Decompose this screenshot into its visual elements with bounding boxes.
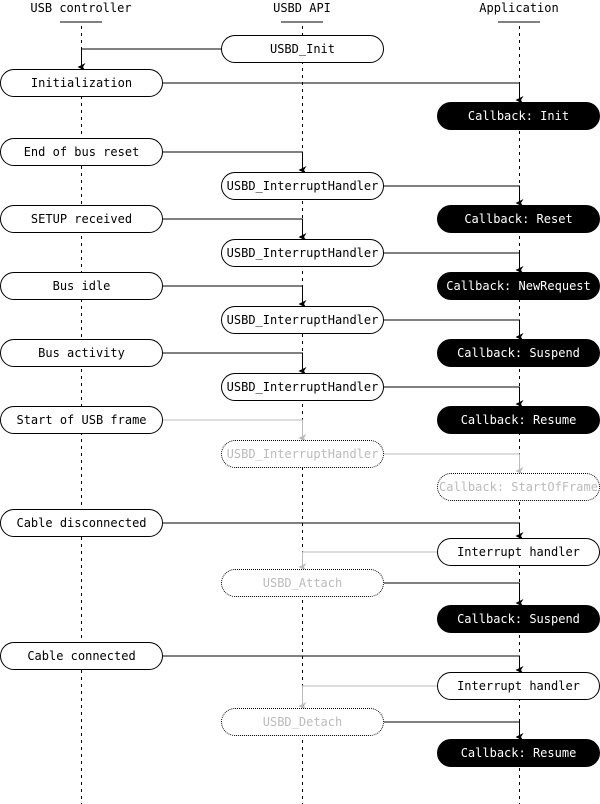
- edge-end-of-bus-reset-to-irq-handler-1: [163, 151, 307, 174]
- node-callback-startofframe[interactable]: Callback: StartOfFrame: [437, 473, 600, 501]
- node-label: Bus idle: [52, 279, 111, 293]
- node-cable-disconnected[interactable]: Cable disconnected: [0, 509, 163, 537]
- edge-bus-activity-to-irq-handler-4: [163, 352, 307, 375]
- node-label: SETUP received: [30, 212, 133, 226]
- node-label: Callback: Suspend: [457, 346, 580, 360]
- node-interrupt-handler-2[interactable]: Interrupt handler: [437, 672, 600, 700]
- node-label: Callback: StartOfFrame: [439, 480, 598, 494]
- edge-irq-handler-4-to-callback-resume-1: [384, 386, 524, 408]
- node-irq-handler-3[interactable]: USBD_InterruptHandler: [221, 306, 384, 334]
- node-label: USBD_InterruptHandler: [226, 179, 379, 193]
- node-label: Callback: Resume: [460, 413, 577, 427]
- node-label: USBD_InterruptHandler: [226, 246, 379, 260]
- node-usbd-attach[interactable]: USBD_Attach: [221, 569, 384, 597]
- node-initialization[interactable]: Initialization: [0, 69, 163, 97]
- edge-initialization-to-callback-init: [163, 82, 524, 104]
- node-callback-newrequest[interactable]: Callback: NewRequest: [437, 272, 600, 300]
- edge-cable-disconnected-to-interrupt-handler-1: [163, 522, 524, 540]
- node-label: Cable disconnected: [16, 516, 147, 530]
- node-bus-activity[interactable]: Bus activity: [0, 339, 163, 367]
- node-end-of-bus-reset[interactable]: End of bus reset: [0, 138, 163, 166]
- node-label: Start of USB frame: [16, 413, 147, 427]
- node-bus-idle[interactable]: Bus idle: [0, 272, 163, 300]
- lifelines-group: [60, 21, 540, 804]
- node-label: USBD_Init: [269, 42, 336, 56]
- node-callback-resume-2[interactable]: Callback: Resume: [437, 739, 600, 767]
- node-cable-connected[interactable]: Cable connected: [0, 642, 163, 670]
- node-label: Callback: NewRequest: [446, 279, 591, 293]
- node-label: Bus activity: [38, 346, 125, 360]
- node-label: USBD_InterruptHandler: [226, 380, 379, 394]
- node-callback-reset[interactable]: Callback: Reset: [437, 205, 600, 233]
- node-usbd-init[interactable]: USBD_Init: [221, 35, 384, 63]
- node-label: Callback: Reset: [464, 212, 573, 226]
- node-label: Cable connected: [27, 649, 136, 663]
- node-usbd-detach[interactable]: USBD_Detach: [221, 708, 384, 736]
- column-title-application: Application: [479, 1, 559, 15]
- node-label: Initialization: [30, 76, 133, 90]
- node-label: End of bus reset: [23, 145, 140, 159]
- column-title-usbd-api: USBD API: [273, 1, 331, 15]
- node-label: Interrupt handler: [457, 545, 580, 559]
- node-irq-handler-4[interactable]: USBD_InterruptHandler: [221, 373, 384, 401]
- edge-usbd-detach-to-callback-resume-2: [384, 721, 524, 741]
- node-irq-handler-ghost[interactable]: USBD_InterruptHandler: [221, 440, 384, 468]
- edge-irq-handler-3-to-callback-suspend-1: [384, 319, 524, 341]
- edge-irq-handler-2-to-callback-newrequest: [384, 252, 524, 274]
- edge-cable-connected-to-interrupt-handler-2: [163, 655, 524, 674]
- connectors-group: [77, 48, 524, 741]
- node-label: Callback: Resume: [460, 746, 577, 760]
- node-callback-suspend-2[interactable]: Callback: Suspend: [437, 605, 600, 633]
- node-label: USBD_InterruptHandler: [226, 447, 379, 461]
- node-irq-handler-1[interactable]: USBD_InterruptHandler: [221, 172, 384, 200]
- edge-irq-handler-ghost-to-callback-startofframe: [384, 453, 524, 475]
- node-label: Callback: Init: [467, 109, 570, 123]
- node-callback-init[interactable]: Callback: Init: [437, 102, 600, 130]
- edge-interrupt-handler-1-to-usbd-attach: [298, 551, 437, 571]
- column-title-usb-controller: USB controller: [30, 1, 132, 15]
- edge-start-of-usb-frame-to-irq-handler-ghost: [163, 419, 307, 442]
- node-irq-handler-2[interactable]: USBD_InterruptHandler: [221, 239, 384, 267]
- node-label: Interrupt handler: [457, 679, 580, 693]
- node-label: USBD_Detach: [262, 715, 343, 729]
- node-callback-resume-1[interactable]: Callback: Resume: [437, 406, 600, 434]
- node-label: USBD_Attach: [262, 576, 343, 590]
- node-interrupt-handler-1[interactable]: Interrupt handler: [437, 538, 600, 566]
- edge-usbd-init-to-initialization: [77, 48, 221, 71]
- edge-usbd-attach-to-callback-suspend-2: [384, 582, 524, 607]
- node-setup-received[interactable]: SETUP received: [0, 205, 163, 233]
- edge-irq-handler-1-to-callback-reset: [384, 185, 524, 207]
- node-start-of-usb-frame[interactable]: Start of USB frame: [0, 406, 163, 434]
- edge-bus-idle-to-irq-handler-3: [163, 285, 307, 308]
- node-label: Callback: Suspend: [457, 612, 580, 626]
- node-callback-suspend-1[interactable]: Callback: Suspend: [437, 339, 600, 367]
- edge-setup-received-to-irq-handler-2: [163, 218, 307, 241]
- node-label: USBD_InterruptHandler: [226, 313, 379, 327]
- edge-interrupt-handler-2-to-usbd-detach: [298, 685, 437, 710]
